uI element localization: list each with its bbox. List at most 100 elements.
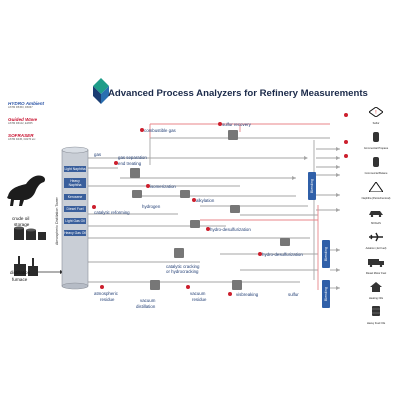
hydrogen-label: hydrogen <box>142 204 161 209</box>
analyzer-badge-icon <box>344 113 348 117</box>
distillation-label-2: distillation <box>136 304 156 309</box>
analyzer-badge-icon <box>344 140 348 144</box>
analyzer-badge-icon <box>228 292 232 296</box>
car-icon <box>369 211 383 218</box>
visbreaking-label: visbreaking <box>236 292 259 297</box>
alkylation-label: alkylation <box>196 198 215 203</box>
hydro-desulfurization-1-label: hydro-desulfurization <box>210 227 251 232</box>
distillation-label: distillation <box>10 270 31 275</box>
product-label: MOGAS <box>371 222 381 225</box>
hydrocracking-label: or hydrocracking <box>166 269 199 274</box>
gas-separation-unit-icon <box>130 168 140 178</box>
cut-kerosene: Kerosene <box>64 194 86 200</box>
analyzer-badge-icon <box>114 161 118 165</box>
blending-block-2: Blending <box>322 240 330 268</box>
diagram-title: Advanced Process Analyzers for Refinery … <box>108 88 368 99</box>
brand-standards: ASTM D5453, D6667 <box>8 106 33 109</box>
catalytic-cracking-label: catalytic cracking <box>166 264 200 269</box>
column-title: Atmospheric Distillation Tower <box>55 197 59 245</box>
analyzer-badge-icon <box>192 198 196 202</box>
propane-tank-icon <box>373 132 379 142</box>
brand-standards: ASTM D445, D2270 etc <box>8 138 36 141</box>
product-naphtha: Naphtha (Petrochemical) <box>356 179 396 204</box>
alkylation-unit-icon <box>230 205 240 213</box>
hydro-desulfurization-2-label: hydro-desulfurization <box>262 252 303 257</box>
product-aviation: Aviation (Jet Fuel) <box>356 229 396 254</box>
product-mogas: MOGAS <box>356 204 396 229</box>
analyzer-badge-icon <box>186 285 190 289</box>
product-butane: Commercial Butane <box>356 154 396 179</box>
catalytic-reforming-label: catalytic reforming <box>94 210 130 215</box>
company-logo <box>93 78 109 104</box>
analyzer-badge-icon <box>344 154 348 158</box>
cut-heavy-naphtha: Heavy Naphtha <box>64 178 86 188</box>
product-heating-oils: Heating Oils <box>356 279 396 304</box>
product-label: Commercial Propane <box>363 147 389 150</box>
sulfur-hazard-icon: ! <box>368 106 384 118</box>
brand-name: HYDRO Ambient <box>8 101 45 106</box>
hds-2-unit-icon <box>280 238 290 246</box>
cut-light-naphtha: Light Naphtha <box>64 166 86 172</box>
combustible-gas-label: combustible gas <box>144 128 176 133</box>
product-diesel: Diesel Motor Fuel <box>356 254 396 279</box>
column-cuts: Light Naphtha Heavy Naphtha Kerosene Die… <box>64 166 86 236</box>
sulfur-gas-lines <box>149 123 330 290</box>
brand-standards: ASTM D6122, E1655 <box>8 122 33 125</box>
product-label: Heavy Fuel Oils <box>366 322 386 325</box>
naphtha-hazard-icon <box>368 181 384 193</box>
storage-label: storage <box>14 222 30 227</box>
analyzer-badge-icon <box>100 285 104 289</box>
product-sulfur: ! Sulfur <box>356 104 396 129</box>
vacuum-distillation-label: vacuum <box>140 298 156 303</box>
hds-unit-icon <box>190 220 200 228</box>
brand-sofraser: SOFRASER ASTM D445, D2270 etc <box>8 133 35 141</box>
end-treating-label: end treating <box>118 161 142 166</box>
product-label: Heating Oils <box>368 297 384 300</box>
dinosaur-icon <box>7 175 46 206</box>
visbreaking-unit-icon <box>232 280 242 290</box>
product-label: Sulfur <box>372 122 380 125</box>
brand-name: SOFRASER <box>8 133 34 138</box>
crude-oil-tanks <box>14 226 46 240</box>
analyzer-badge-icon <box>218 122 222 126</box>
residue-1-label: residue <box>100 297 115 302</box>
flow-arrows <box>292 147 340 290</box>
blending-block-3: Blending <box>322 280 330 308</box>
brand-name: Guided Wave <box>8 117 38 122</box>
oil-barrel-icon <box>372 306 380 316</box>
furnace-label: furnace <box>12 277 28 282</box>
product-label: Diesel Motor Fuel <box>365 272 387 275</box>
cut-diesel-fuel: Diesel Fuel <box>64 206 86 212</box>
vacuum-unit-icon <box>150 280 160 290</box>
cracking-unit-icon <box>174 248 184 258</box>
isomerization-label: isomerization <box>150 184 176 189</box>
blending-block-1: Blending <box>308 172 316 200</box>
gas-separation-label: gas separation <box>118 155 147 160</box>
product-label: Naphtha (Petrochemical) <box>361 197 391 200</box>
reforming-unit-icon <box>132 190 142 198</box>
analyzer-badge-icon <box>258 252 262 256</box>
analyzer-badge-icon <box>140 128 144 132</box>
sulfur-recovery-label: sulfur recovery <box>222 122 251 127</box>
gas-label: gas <box>94 152 102 157</box>
analyzer-badge-icon <box>146 184 150 188</box>
residue-2-label: residue <box>192 297 207 302</box>
distillation-furnace <box>14 256 64 276</box>
analyzer-badge-icon <box>92 205 96 209</box>
isomerization-unit-icon <box>180 190 190 198</box>
brand-hydro: HYDRO Ambient ASTM D5453, D6667 <box>8 101 44 109</box>
sulfur-label: sulfur <box>288 292 299 297</box>
product-label: Commercial Butane <box>364 172 388 175</box>
product-heavy-fuel: Heavy Fuel Oils <box>356 304 396 329</box>
product-label: Aviation (Jet Fuel) <box>365 247 387 250</box>
analyzer-badge-icon <box>206 227 210 231</box>
svg-text:!: ! <box>375 110 376 116</box>
crude-oil-label: crude oil <box>12 216 30 221</box>
truck-icon <box>368 259 384 268</box>
cut-light-gas-oil: Light Gas Oil <box>64 218 86 224</box>
products-column: ! Sulfur Commercial Propane Commercial B… <box>356 104 396 329</box>
product-propane: Commercial Propane <box>356 129 396 154</box>
atmospheric-label: atmospheric <box>94 291 118 296</box>
airplane-icon <box>369 232 383 242</box>
